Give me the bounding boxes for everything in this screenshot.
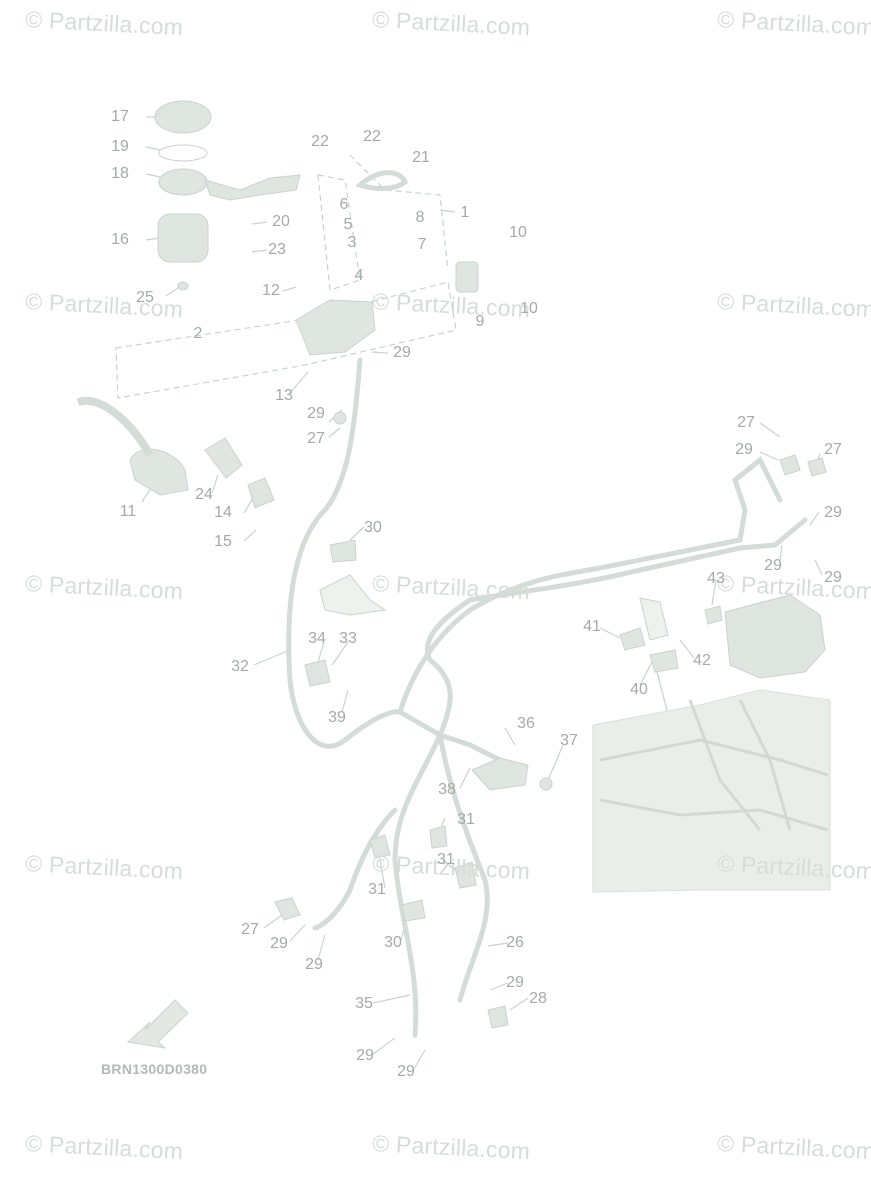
callout: 12 xyxy=(262,282,280,299)
callout: 29 xyxy=(764,557,782,574)
callout: 19 xyxy=(111,138,129,155)
callout: 36 xyxy=(517,715,535,732)
callout: 3 xyxy=(347,234,357,251)
callout: 42 xyxy=(693,652,711,669)
callout: 29 xyxy=(393,344,411,361)
callout: 5 xyxy=(343,216,353,233)
callout: 29 xyxy=(824,504,842,521)
callout: 24 xyxy=(195,486,213,503)
callout: 10 xyxy=(520,300,538,317)
callout: 34 xyxy=(308,630,326,647)
callout: 13 xyxy=(275,387,293,404)
callout: 25 xyxy=(136,289,154,306)
callout: 4 xyxy=(354,267,364,284)
callout: 17 xyxy=(111,108,129,125)
callout: 35 xyxy=(355,995,373,1012)
callout: 27 xyxy=(824,441,842,458)
callout: 37 xyxy=(560,732,578,749)
callout: 29 xyxy=(305,956,323,973)
callout: 33 xyxy=(339,630,357,647)
callout: 14 xyxy=(214,504,232,521)
callout: 22 xyxy=(311,133,329,150)
callout: 26 xyxy=(506,934,524,951)
callout: 43 xyxy=(707,570,725,587)
callout: 11 xyxy=(119,503,137,520)
callout: 27 xyxy=(737,414,755,431)
callout: 8 xyxy=(415,209,425,226)
callout: 23 xyxy=(268,241,286,258)
callout: 29 xyxy=(356,1047,374,1064)
front-arrow-icon xyxy=(126,999,189,1049)
callout: 7 xyxy=(417,236,427,253)
callout: 29 xyxy=(397,1063,415,1080)
callout: 16 xyxy=(111,231,129,248)
callout: 29 xyxy=(270,935,288,952)
callout: 21 xyxy=(412,149,430,166)
callout: 29 xyxy=(824,569,842,586)
callout: 32 xyxy=(231,658,249,675)
callout: 10 xyxy=(509,224,527,241)
callout: 29 xyxy=(506,974,524,991)
callout: 41 xyxy=(583,618,601,635)
callout: 38 xyxy=(438,781,456,798)
callout: 31 xyxy=(368,881,386,898)
callout: 29 xyxy=(307,405,325,422)
callout: 15 xyxy=(214,533,232,550)
callout: 30 xyxy=(364,519,382,536)
callout: 31 xyxy=(437,851,455,868)
callout: 1 xyxy=(460,204,470,221)
callout: 9 xyxy=(475,313,485,330)
callout: 27 xyxy=(307,430,325,447)
callout: 2 xyxy=(193,325,203,342)
callout: 31 xyxy=(457,811,475,828)
callout: 20 xyxy=(272,213,290,230)
callout: 6 xyxy=(339,196,349,213)
callout: 29 xyxy=(735,441,753,458)
callout: 40 xyxy=(630,681,648,698)
diagram-code: BRN1300D0380 xyxy=(101,1061,208,1077)
callout: 39 xyxy=(328,709,346,726)
callout: 18 xyxy=(111,165,129,182)
callout: 30 xyxy=(384,934,402,951)
callout: 27 xyxy=(241,921,259,938)
callout: 28 xyxy=(529,990,547,1007)
callout: 22 xyxy=(363,128,381,145)
